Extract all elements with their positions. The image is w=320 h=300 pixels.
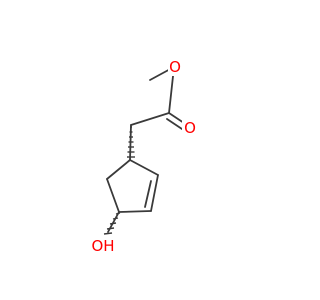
bond-ring-c4-c5	[106, 178, 120, 213]
hydroxyl-label: OH	[91, 237, 114, 255]
atom-ester-oxygen: O	[168, 58, 182, 76]
bond-ring-c2-c3-outer	[150, 174, 159, 212]
stereo-hashed-wedge-upper	[127, 126, 135, 158]
structure-diagram: O O OH	[88, 58, 196, 256]
bond-ring-c5-c1	[106, 159, 131, 180]
carbonyl-oxygen-label: O	[184, 119, 196, 137]
atom-hydroxyl: OH	[88, 236, 116, 256]
atom-carbonyl-oxygen: O	[182, 118, 196, 137]
bond-c4-hydroxyl	[107, 211, 120, 233]
ester-oxygen-label: O	[169, 58, 181, 76]
bond-layer	[106, 66, 191, 213]
bond-carbonyl-methylene	[130, 112, 170, 126]
bond-ring-c3-c4	[118, 210, 152, 213]
bond-ring-c2-c3-inner	[144, 180, 152, 208]
bond-ring-c1-c2	[129, 159, 159, 176]
